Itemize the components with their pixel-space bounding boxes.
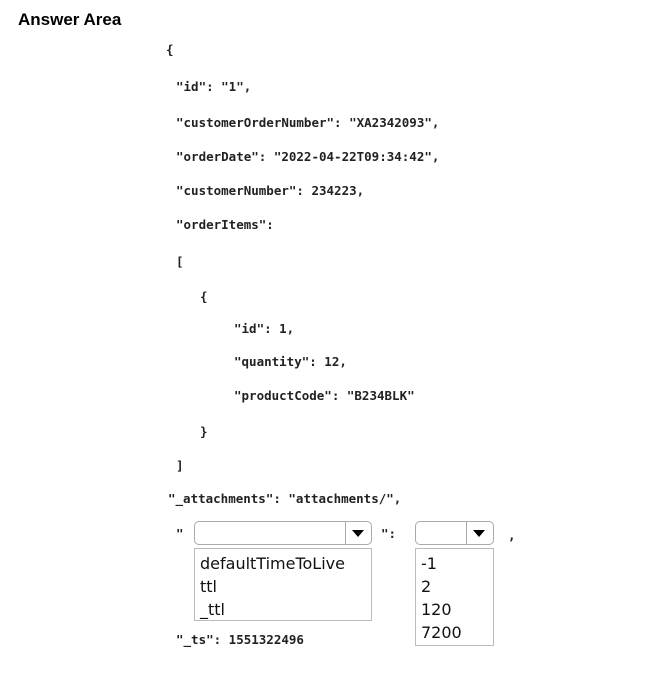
option-underscore-ttl[interactable]: _ttl [200,600,225,619]
code-quote-colon: ": [381,526,397,541]
answer-area-title: Answer Area [18,10,122,29]
option-120[interactable]: 120 [421,600,452,619]
option-7200[interactable]: 7200 [421,623,462,642]
code-order-items: "orderItems": [176,217,274,232]
code-open-bracket: [ [176,254,184,269]
code-item-quantity: "quantity": 12, [234,354,347,369]
option-minus-1[interactable]: -1 [421,554,437,573]
code-item-close: } [200,424,208,439]
option-defaulttimetolive[interactable]: defaultTimeToLive [200,554,345,573]
code-quote-open: " [176,526,184,541]
option-ttl[interactable]: ttl [200,577,217,596]
code-item-product-code: "productCode": "B234BLK" [234,388,415,403]
option-2[interactable]: 2 [421,577,432,596]
code-ts: "_ts": 1551322496 [176,632,304,647]
dropdown-separator [466,522,467,544]
code-customer-number: "customerNumber": 234223, [176,183,365,198]
dropdown-separator [345,522,346,544]
code-id: "id": "1", [176,79,252,94]
chevron-down-icon[interactable] [352,530,364,537]
ttl-value-dropdown[interactable] [415,521,494,545]
property-name-options: defaultTimeToLive ttl _ttl [194,548,372,621]
ttl-value-options: -1 2 120 7200 [415,548,494,646]
code-attachments: "_attachments": "attachments/", [168,491,402,506]
code-item-open: { [200,289,208,304]
code-close-bracket: ] [176,458,184,473]
code-comma: , [508,528,516,543]
property-name-dropdown[interactable] [194,521,372,545]
chevron-down-icon[interactable] [473,530,485,537]
code-item-id: "id": 1, [234,321,295,336]
code-open-brace: { [166,42,174,57]
code-order-date: "orderDate": "2022-04-22T09:34:42", [176,149,440,164]
code-customer-order-number: "customerOrderNumber": "XA2342093", [176,115,440,130]
